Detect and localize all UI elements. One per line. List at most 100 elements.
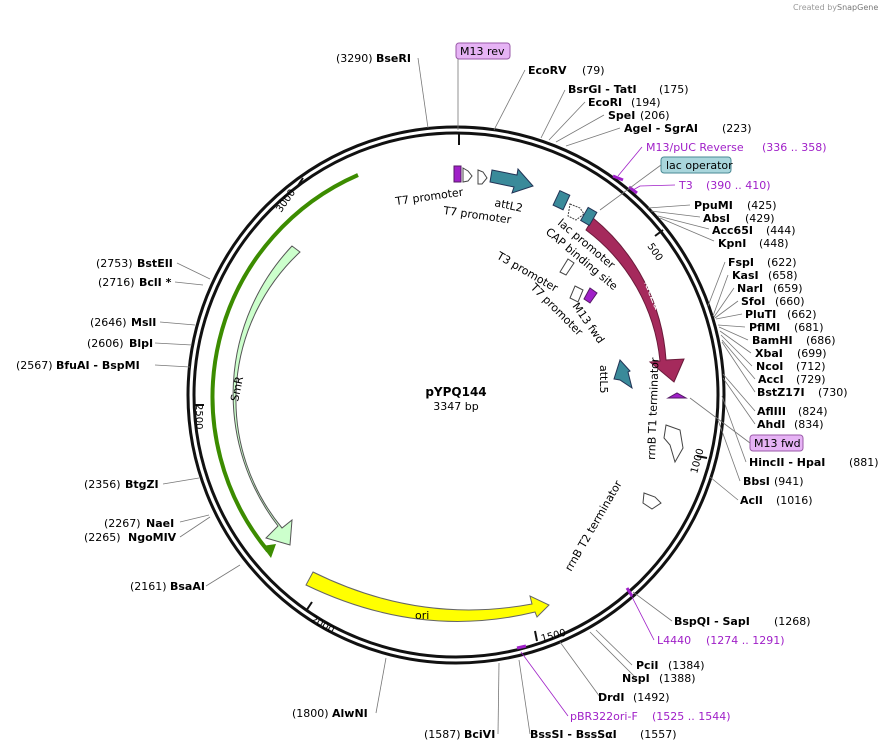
- enzyme-pos: (425): [747, 199, 777, 212]
- enzyme-name: XbaI: [755, 347, 783, 360]
- enzyme-pos: (622): [767, 256, 797, 269]
- primer-range: (1274 .. 1291): [706, 634, 785, 647]
- enzyme-name: AgeI - SgrAI: [624, 122, 698, 135]
- enzyme-pos: (444): [766, 224, 796, 237]
- ori-label: ori: [415, 609, 429, 622]
- enzyme-name: PluTI: [745, 308, 776, 321]
- enzyme-name: KasI: [732, 269, 759, 282]
- enzyme-pos: (2753): [96, 257, 133, 270]
- attl2-label: attL2: [493, 196, 524, 215]
- rrnb-t2-label: rrnB T2 terminator: [562, 478, 625, 574]
- rrnb-t2-arrow: [642, 492, 662, 510]
- primer-mark: [612, 174, 624, 182]
- enzyme-pos: (2606): [87, 337, 124, 350]
- tick-mark: [696, 455, 708, 459]
- tick-mark: [654, 229, 664, 237]
- enzyme-name: BspQI - SapI: [674, 615, 750, 628]
- enzyme-pos: (2567): [16, 359, 53, 372]
- smr-outline-arrowhead: [262, 544, 276, 558]
- enzyme-pos: (1388): [659, 672, 696, 685]
- enzyme-name: NgoMIV: [128, 531, 177, 544]
- enzyme-name: BlpI: [129, 337, 153, 350]
- leader-line: [599, 164, 662, 211]
- enzyme-pos: (2356): [84, 478, 121, 491]
- enzyme-pos: (1384): [668, 659, 705, 672]
- lac-promoter-arrow: [567, 203, 585, 221]
- tick-label-1000: 1000: [689, 447, 706, 474]
- cap-site-mark: [552, 189, 571, 211]
- credit-text: Created by: [793, 3, 837, 12]
- enzyme-name: KpnI: [718, 237, 746, 250]
- enzyme-name: Acc65I: [712, 224, 753, 237]
- smr-feature-arrow: [232, 245, 301, 546]
- enzyme-pos: (429): [745, 212, 775, 225]
- enzyme-pos: (658): [768, 269, 798, 282]
- enzyme-pos: (206): [640, 109, 670, 122]
- primer-name: pBR322ori-F: [570, 710, 638, 723]
- enzyme-name: SpeI: [608, 109, 635, 122]
- enzyme-name: FspI: [728, 256, 754, 269]
- m13-rev-box: [455, 42, 511, 60]
- enzyme-name: AclI: [740, 494, 763, 507]
- primer-mark: [516, 644, 527, 650]
- snapgene-logo: SnapGene: [837, 3, 878, 12]
- m13fwd-primer-mark: [583, 287, 598, 304]
- enzyme-leaders: [154, 57, 756, 735]
- lac-operator-mark: [579, 206, 598, 227]
- enzyme-pos: (79): [582, 64, 605, 77]
- enzyme-name: DrdI: [598, 691, 625, 704]
- enzyme-name: BseRI: [376, 52, 411, 65]
- rrnb-t1-arrow: [663, 424, 684, 464]
- backbone-outer: [186, 125, 726, 665]
- ori-feature-arrow: [305, 571, 550, 622]
- m13-fwd-box-label: M13 fwd: [754, 437, 801, 450]
- enzyme-name: SfoI: [741, 295, 765, 308]
- m13rev-primer-mark: [453, 165, 462, 183]
- enzyme-name: AlwNI: [332, 707, 368, 720]
- primer-range: (390 .. 410): [706, 179, 771, 192]
- primer-leaders: [520, 146, 676, 717]
- enzyme-pos: (2265): [84, 531, 121, 544]
- enzyme-name: AhdI: [757, 418, 785, 431]
- enzyme-name: BsrGI - TatI: [568, 83, 637, 96]
- enzyme-pos: (699): [797, 347, 827, 360]
- t7-promoter-arrow: [569, 285, 584, 303]
- enzyme-pos: (2161): [130, 580, 167, 593]
- primer-range: (1525 .. 1544): [652, 710, 731, 723]
- enzyme-pos: (730): [818, 386, 848, 399]
- enzyme-name: AbsI: [703, 212, 730, 225]
- enzyme-name: BstEII: [137, 257, 173, 270]
- enzyme-pos: (1587): [424, 728, 461, 741]
- enzyme-pos: (2646): [90, 316, 127, 329]
- enzyme-pos: (2267): [104, 517, 141, 530]
- enzyme-pos: (1492): [633, 691, 670, 704]
- enzyme-name: PpuMI: [694, 199, 733, 212]
- enzyme-pos: (1268): [774, 615, 811, 628]
- enzyme-pos: (659): [773, 282, 803, 295]
- enzyme-pos: (448): [759, 237, 789, 250]
- t3-promoter-arrow: [559, 258, 575, 276]
- enzyme-pos: (662): [787, 308, 817, 321]
- backbone-inner: [192, 131, 720, 659]
- enzyme-name: PciI: [636, 659, 658, 672]
- enzyme-name: NarI: [737, 282, 763, 295]
- tick-label-1500: 1500: [540, 628, 567, 645]
- enzyme-name: BclI *: [139, 276, 172, 289]
- tick-mark: [296, 177, 304, 188]
- enzyme-name: NspI: [622, 672, 650, 685]
- enzyme-pos: (660): [775, 295, 805, 308]
- enzyme-name: BciVI: [464, 728, 495, 741]
- enzyme-pos: (834): [794, 418, 824, 431]
- enzyme-name: BfuAI - BspMI: [56, 359, 140, 372]
- enzyme-name: NcoI: [756, 360, 783, 373]
- enzyme-name: NaeI: [146, 517, 174, 530]
- enzyme-pos: (712): [796, 360, 826, 373]
- tick-label-500: 500: [645, 241, 665, 263]
- enzyme-pos: (729): [796, 373, 826, 386]
- plasmid-size: 3347 bp: [433, 400, 478, 413]
- primer-range: (336 .. 358): [762, 141, 827, 154]
- primer-name: M13/pUC Reverse: [646, 141, 744, 154]
- tick-mark: [305, 601, 313, 612]
- enzyme-name: BamHI: [752, 334, 793, 347]
